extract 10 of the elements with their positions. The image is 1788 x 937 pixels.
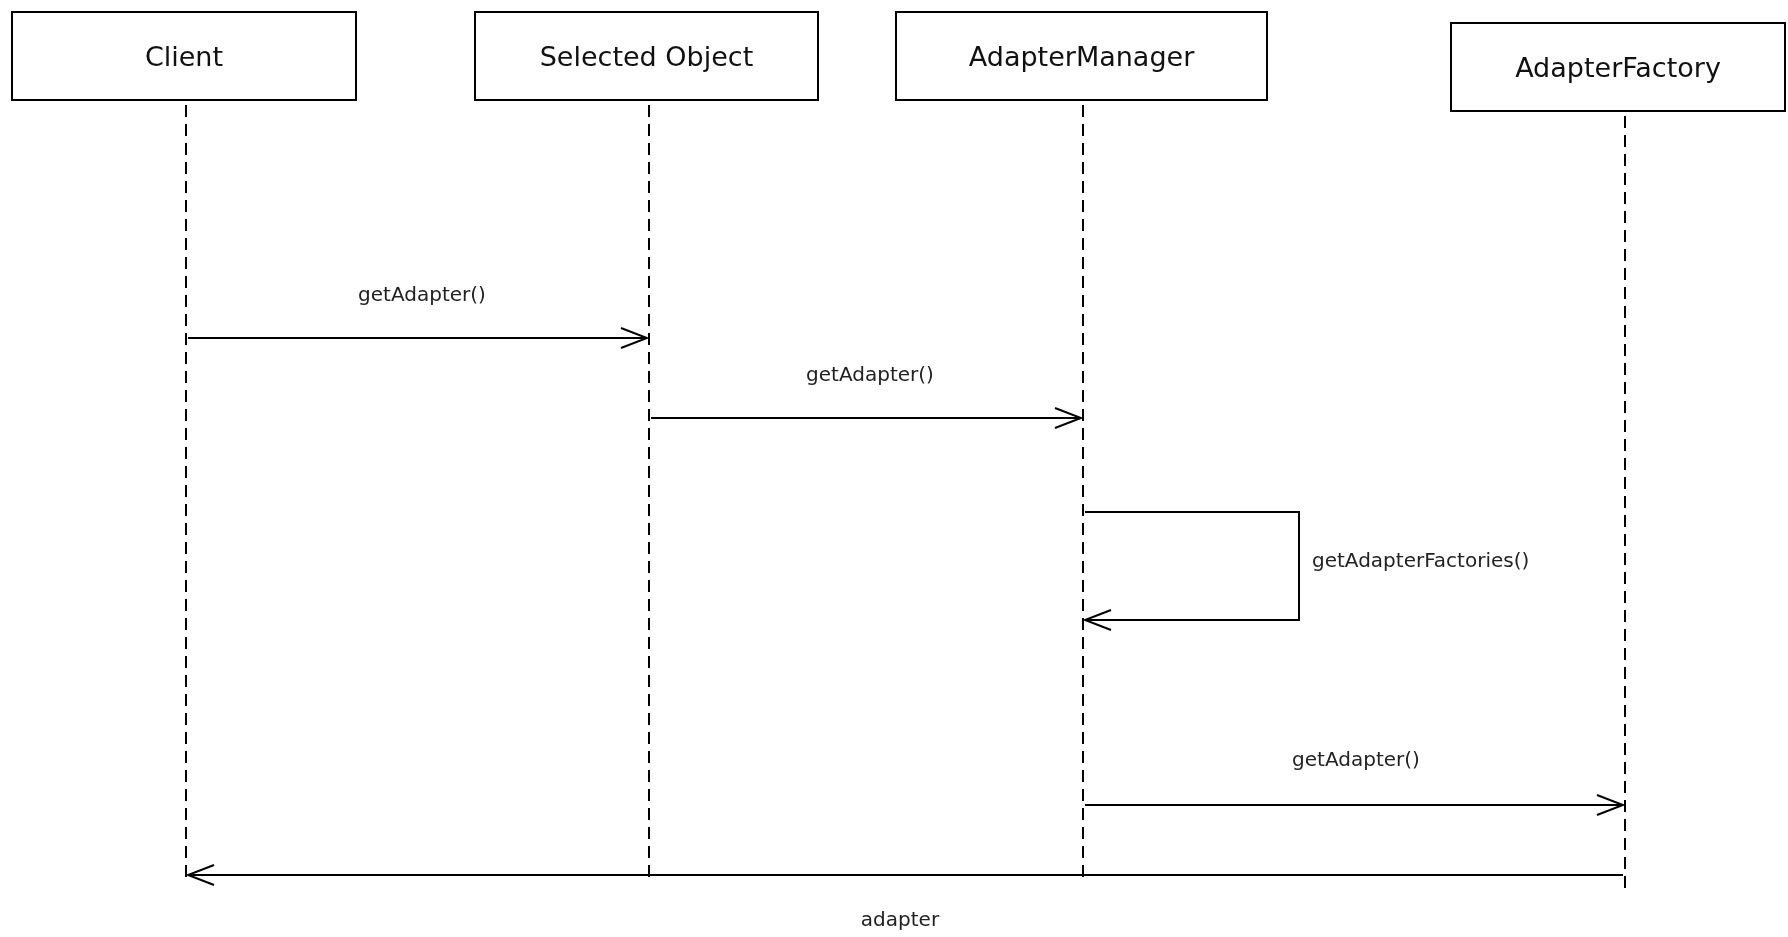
lifeline-header: AdapterManager: [895, 11, 1268, 101]
lifeline-header: Selected Object: [474, 11, 819, 101]
message-arrow: [187, 327, 648, 349]
lifeline-header: Client: [11, 11, 357, 101]
message-arrow: [1084, 794, 1624, 816]
lifeline-header: AdapterFactory: [1450, 22, 1786, 112]
message-arrow: [187, 864, 1624, 886]
message-arrow: [650, 407, 1082, 429]
lifeline: [11, 11, 357, 878]
message-arrow: [1084, 511, 1300, 631]
